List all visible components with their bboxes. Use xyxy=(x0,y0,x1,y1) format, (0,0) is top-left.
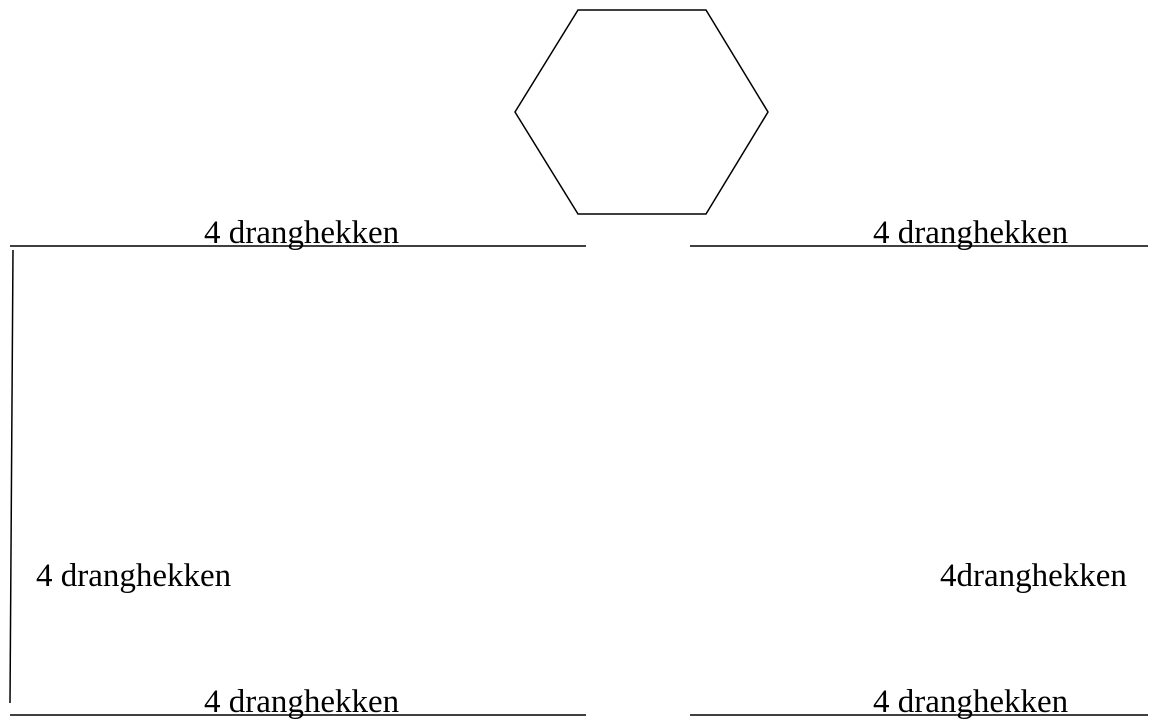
barrier-label-top-left: 4 dranghekken xyxy=(204,215,400,251)
barrier-label-mid-left: 4 dranghekken xyxy=(36,558,232,594)
barrier-line-left-vertical xyxy=(9,249,14,704)
barrier-label-top-right: 4 dranghekken xyxy=(873,215,1069,251)
barrier-label-bottom-right: 4 dranghekken xyxy=(873,684,1069,720)
barrier-label-bottom-left: 4 dranghekken xyxy=(204,684,400,720)
barrier-label-mid-right: 4dranghekken xyxy=(940,558,1127,594)
hexagon-shape xyxy=(514,9,769,215)
